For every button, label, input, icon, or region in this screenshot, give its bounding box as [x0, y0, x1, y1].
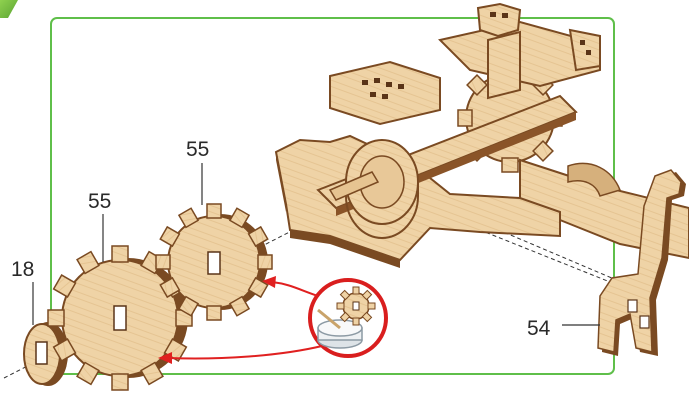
gear-icon	[337, 287, 375, 325]
callout-part-55-front: 55	[88, 191, 111, 212]
callout-part-18: 18	[11, 259, 34, 280]
main-assembly	[276, 4, 689, 268]
callout-part-55-back: 55	[186, 139, 209, 160]
callout-part-54: 54	[527, 318, 550, 339]
glue-detail	[310, 280, 386, 356]
corner-accent	[0, 0, 18, 18]
